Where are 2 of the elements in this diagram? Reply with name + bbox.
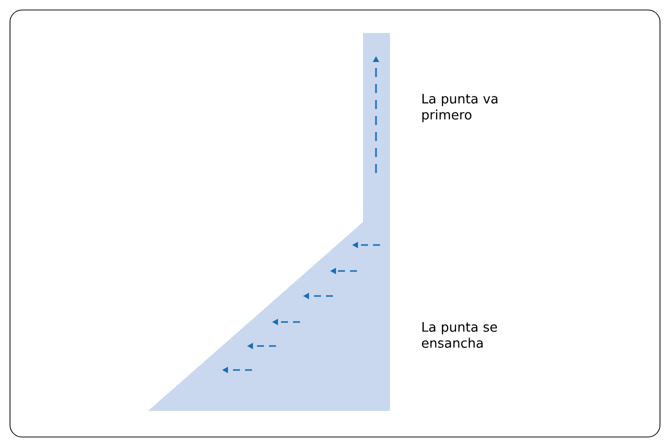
label: La punta va primero: [422, 94, 498, 122]
label: La punta se ensancha: [422, 322, 497, 348]
